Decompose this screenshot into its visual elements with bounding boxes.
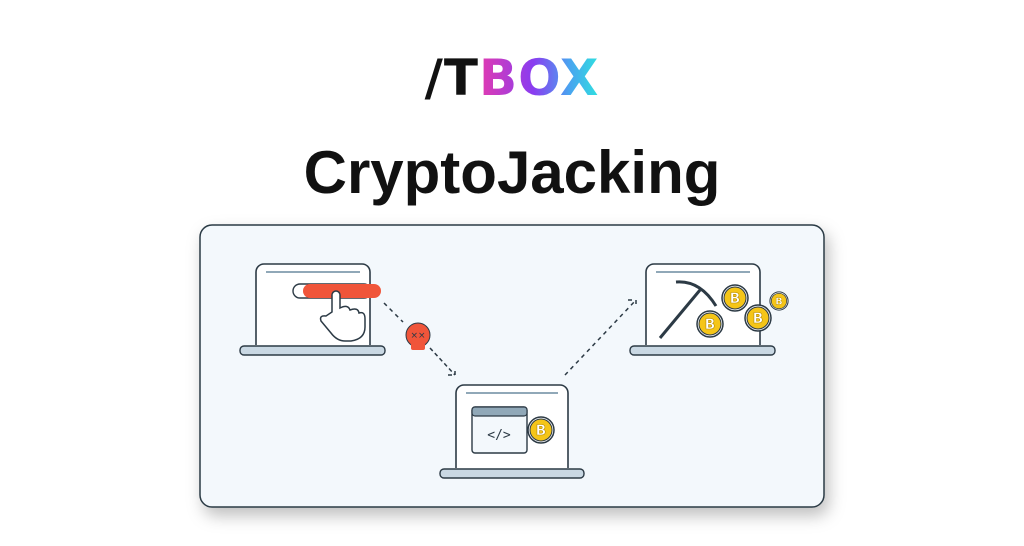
pickaxe-icon: [658, 280, 718, 339]
infected-laptop: </>: [439, 384, 585, 479]
logo-suffix: BOX: [478, 49, 600, 107]
itbox-logo: /TBOX: [0, 48, 1024, 108]
bitcoin-icon: [769, 291, 789, 311]
bitcoin-icon: [527, 416, 555, 444]
bitcoin-icon: [721, 284, 749, 312]
malicious-button: [303, 284, 381, 298]
arrow-icon: [429, 347, 456, 376]
code-icon: </>: [487, 428, 511, 443]
arrow-icon: [564, 299, 637, 376]
hand-pointer-icon: [319, 290, 366, 342]
skull-icon: ××: [405, 322, 431, 350]
miner-laptop: [629, 263, 789, 356]
page-title: CryptoJacking: [303, 139, 721, 206]
bitcoin-icon: [744, 304, 772, 332]
logo-prefix: /T: [424, 49, 479, 107]
svg-text:××: ××: [410, 331, 425, 341]
victim-laptop: [239, 263, 386, 356]
bitcoin-icon: [696, 310, 724, 338]
